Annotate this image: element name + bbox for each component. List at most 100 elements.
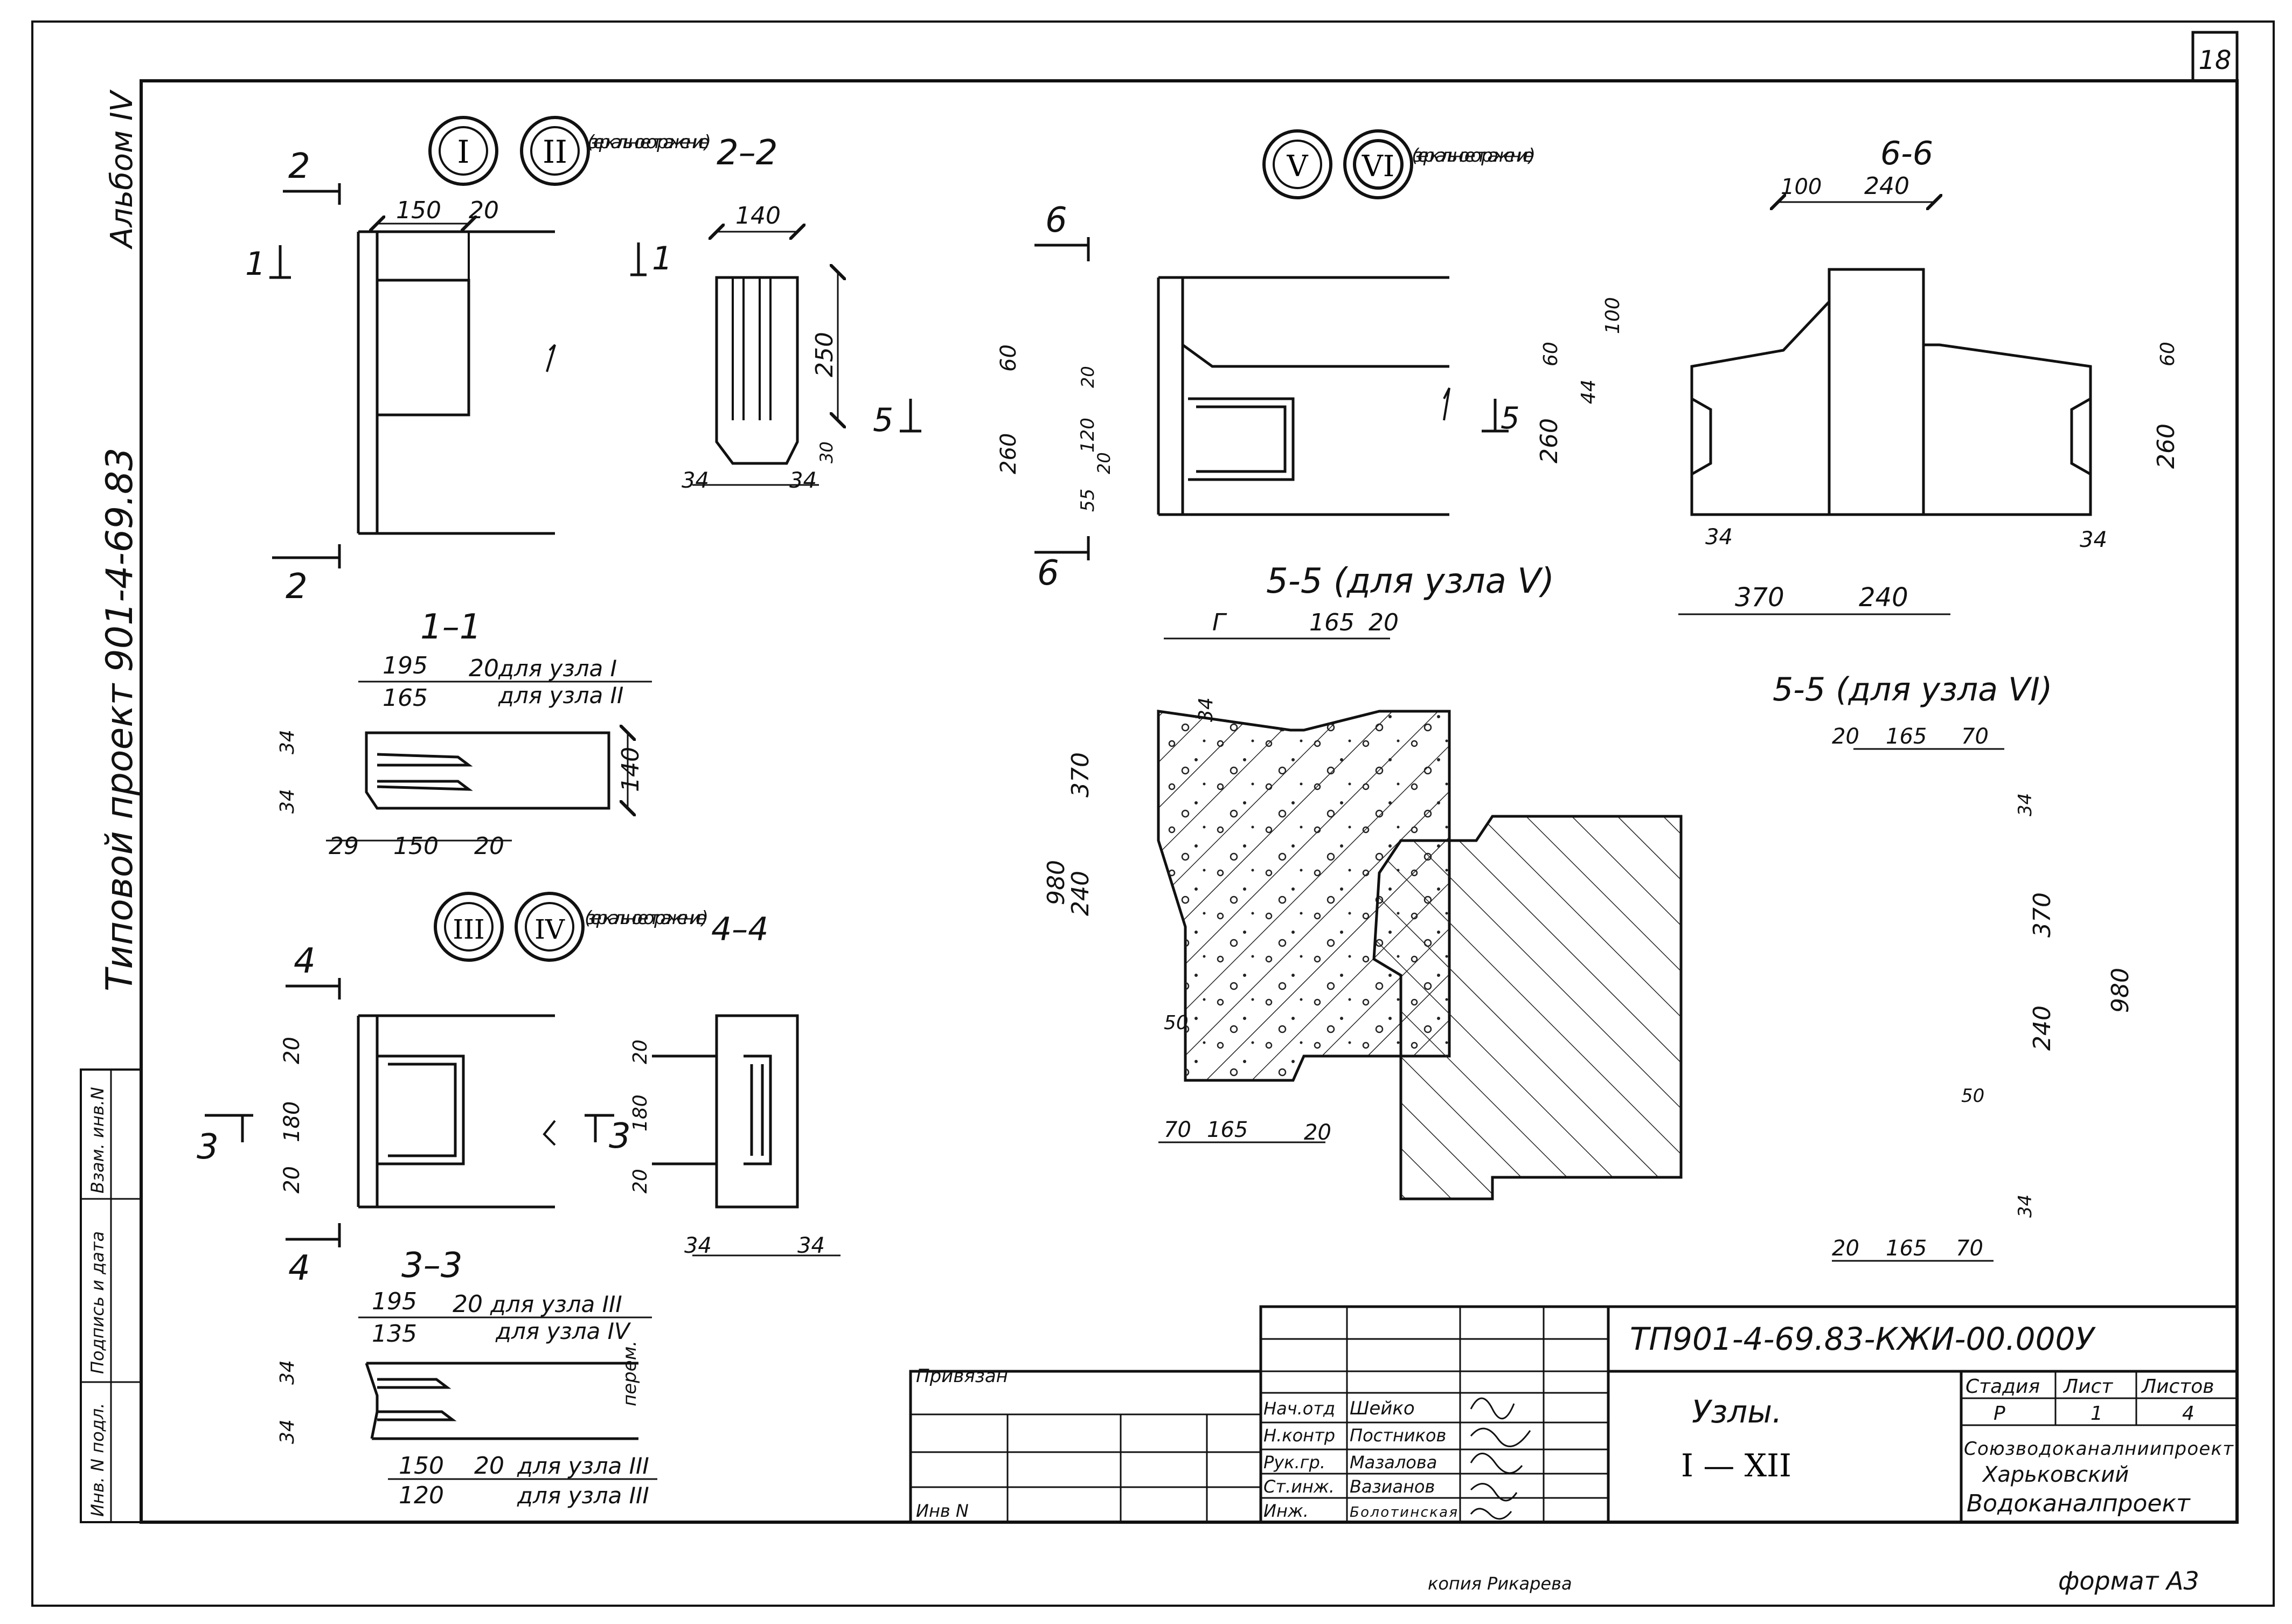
svg-text:3: 3 — [609, 1116, 631, 1156]
outer-border — [31, 20, 2275, 1607]
svg-text:Г: Г — [1212, 609, 1227, 636]
sheet-value: 1 — [2090, 1403, 2103, 1425]
svg-text:70: 70 — [1164, 1118, 1191, 1142]
svg-text:2: 2 — [286, 567, 308, 607]
name-1: Шейко — [1350, 1398, 1415, 1419]
svg-text:34: 34 — [789, 468, 817, 493]
svg-text:150: 150 — [393, 832, 439, 860]
role-1: Нач.отд — [1263, 1398, 1335, 1419]
bound-label: Привязан — [916, 1365, 1008, 1387]
svg-text:для узла III: для узла III — [517, 1453, 649, 1479]
section-5-5-a: 5-5 (для узла V) — [1266, 561, 1554, 601]
svg-text:120: 120 — [1077, 418, 1099, 453]
svg-text:34: 34 — [276, 789, 298, 814]
svg-text:34: 34 — [2015, 793, 2036, 816]
svg-text:50: 50 — [1961, 1085, 1984, 1107]
svg-text:100: 100 — [1781, 175, 1822, 199]
svg-text:34: 34 — [797, 1233, 825, 1258]
node-range: I — XII — [1681, 1447, 1791, 1484]
svg-text:370: 370 — [1735, 582, 1784, 613]
stamp-cell-2: Подпись и дата — [87, 1231, 108, 1374]
svg-text:20: 20 — [453, 1290, 483, 1318]
svg-text:260: 260 — [1536, 418, 1563, 463]
svg-text:20: 20 — [1832, 724, 1859, 749]
node-label-2: II — [543, 134, 567, 170]
svg-text:135: 135 — [372, 1320, 417, 1348]
svg-text:165: 165 — [1886, 724, 1927, 749]
svg-text:150: 150 — [399, 1452, 444, 1480]
view-section-5-5-node-6: 5-5 (для узла VI) 20 165 70 370 240 980 … — [1372, 671, 2134, 1262]
svg-text:для узла I: для узла I — [498, 655, 617, 682]
svg-text:5: 5 — [1501, 401, 1520, 436]
stamp-cell-1: Взам. инв.N — [87, 1087, 108, 1193]
side-stamp: Альбом IV Типовой проект 901-4-69.83 Вза… — [80, 89, 142, 1523]
svg-text:1–1: 1–1 — [420, 607, 481, 647]
role-5: Инж. — [1263, 1501, 1309, 1521]
doc-code: ТП901-4-69.83-КЖИ-00.000У — [1630, 1321, 2096, 1357]
sheet-title: Узлы. — [1692, 1393, 1782, 1430]
svg-text:165: 165 — [383, 684, 428, 712]
svg-text:240: 240 — [2029, 1005, 2056, 1051]
view-section-5-5-node-5: 5-5 (для узла V) Г 165 20 980 370 240 34… — [1043, 561, 1554, 1145]
view-section-3-3: 3–3 195 135 20 для узла III для узла IV … — [276, 1246, 657, 1509]
view-node-3-elevation: 4 4 20 180 20 3 3 — [197, 941, 631, 1288]
svg-text:для узла II: для узла II — [498, 682, 623, 709]
svg-text:50: 50 — [1164, 1012, 1189, 1034]
svg-text:30: 30 — [816, 441, 837, 463]
svg-text:370: 370 — [2029, 892, 2056, 938]
view-section-1-1: 1–1 195 165 20 для узла I для узла II 14… — [276, 607, 652, 860]
view-node-5-elevation: 6 6 60 260 20 120 20 55 5 — [996, 200, 1520, 593]
org-line-1: Союзводоканалниипроект — [1964, 1438, 2234, 1460]
role-2: Н.контр — [1263, 1425, 1335, 1446]
svg-text:60: 60 — [996, 344, 1021, 372]
svg-text:20: 20 — [629, 1039, 651, 1064]
project-label: Типовой проект 901-4-69.83 — [99, 448, 141, 991]
svg-text:6: 6 — [1037, 553, 1059, 593]
svg-text:100: 100 — [1602, 297, 1624, 334]
svg-text:44: 44 — [1578, 379, 1600, 404]
svg-text:20: 20 — [629, 1169, 651, 1193]
svg-text:20: 20 — [469, 655, 499, 682]
svg-text:5: 5 — [873, 401, 893, 439]
svg-text:34: 34 — [682, 468, 709, 493]
svg-text:20: 20 — [1078, 366, 1098, 388]
svg-text:70: 70 — [1961, 724, 1989, 749]
album-label: Альбом IV — [105, 89, 140, 249]
svg-text:29: 29 — [329, 832, 359, 860]
svg-text:140: 140 — [617, 747, 644, 792]
svg-text:20: 20 — [1304, 1120, 1331, 1145]
svg-text:240: 240 — [1864, 172, 1909, 200]
svg-text:2: 2 — [288, 147, 310, 186]
svg-text:165: 165 — [1886, 1236, 1927, 1261]
section-6-6: 6-6 — [1880, 135, 1933, 172]
name-4: Вазианов — [1350, 1476, 1435, 1497]
svg-text:1: 1 — [652, 240, 672, 277]
name-2: Постников — [1350, 1425, 1446, 1446]
node-label-6: VI — [1362, 149, 1394, 183]
svg-text:195: 195 — [372, 1288, 417, 1315]
section-4-4: 4–4 — [711, 911, 768, 948]
svg-text:34: 34 — [2015, 1195, 2036, 1218]
svg-text:195: 195 — [383, 652, 428, 679]
svg-text:34: 34 — [276, 730, 298, 754]
inv-label: Инв N — [916, 1501, 969, 1521]
svg-text:60: 60 — [2157, 342, 2179, 366]
svg-text:20: 20 — [1832, 1236, 1859, 1261]
svg-text:165: 165 — [1207, 1118, 1248, 1142]
svg-text:20: 20 — [474, 1452, 504, 1480]
svg-text:70: 70 — [1956, 1236, 1983, 1261]
svg-text:34: 34 — [1705, 525, 1733, 550]
svg-text:34: 34 — [684, 1233, 712, 1258]
org-line-2: Харьковский — [1982, 1462, 2129, 1487]
view-section-2-2: 140 250 34 34 30 1 5 — [630, 202, 921, 493]
sheets-value: 4 — [2182, 1403, 2194, 1425]
svg-text:60: 60 — [1540, 342, 1562, 366]
svg-text:260: 260 — [996, 433, 1021, 474]
svg-text:3–3: 3–3 — [401, 1246, 462, 1286]
stage-header: Стадия — [1965, 1376, 2040, 1398]
svg-text:120: 120 — [399, 1482, 444, 1509]
svg-text:20: 20 — [1369, 609, 1399, 636]
role-4: Ст.инж. — [1263, 1476, 1335, 1497]
signatures — [1470, 1397, 1531, 1520]
